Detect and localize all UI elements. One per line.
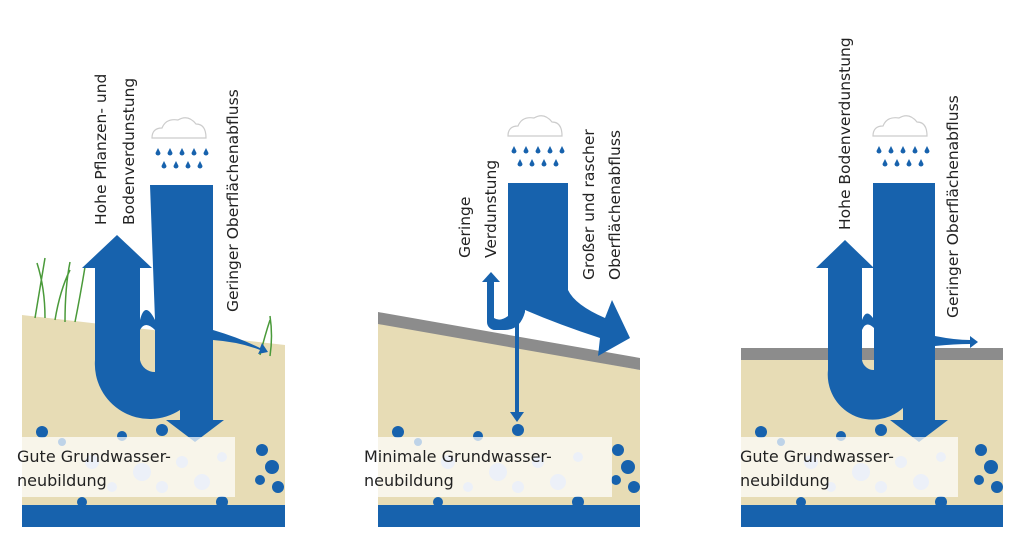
recharge-label-2: neubildung — [364, 471, 454, 490]
evaporation-label-1: Hohe Pflanzen- und — [92, 74, 110, 225]
evaporation-label-1: Geringe — [456, 197, 474, 258]
water-flow-arrows — [82, 185, 268, 442]
recharge-label-1: Minimale Grundwasser- — [364, 447, 552, 466]
water-flow-arrows — [816, 183, 978, 442]
groundwater — [741, 505, 1003, 527]
panel-permeable-paving: Hohe Bodenverdunstung Geringer Oberfläch… — [736, 37, 1003, 527]
evaporation-label: Hohe Bodenverdunstung — [836, 37, 854, 230]
recharge-label-2: neubildung — [740, 471, 830, 490]
groundwater — [378, 505, 640, 527]
rain-cloud-icon — [872, 115, 931, 168]
water-flow-arrows — [482, 183, 630, 422]
runoff-label: Geringer Oberflächenabfluss — [944, 95, 962, 318]
panel-meadow: Hohe Pflanzen- und Bodenverdunstung Geri… — [12, 74, 285, 527]
permeable-paving — [741, 348, 1003, 360]
groundwater — [22, 505, 285, 527]
evaporation-label-2: Bodenverdunstung — [120, 78, 138, 225]
runoff-label-2: Oberflächenabfluss — [606, 130, 624, 280]
recharge-label-1: Gute Grundwasser- — [17, 447, 171, 466]
panel-sealed: Geringe Verdunstung Großer und rascher O… — [360, 115, 640, 527]
evaporation-label-2: Verdunstung — [482, 160, 500, 258]
grass-icon — [34, 257, 273, 357]
recharge-label-2: neubildung — [17, 471, 107, 490]
sealed-surface — [378, 312, 640, 370]
runoff-label: Geringer Oberflächenabfluss — [224, 89, 242, 312]
rain-cloud-icon — [507, 115, 566, 168]
runoff-label-1: Großer und rascher — [580, 129, 598, 280]
recharge-label-1: Gute Grundwasser- — [740, 447, 894, 466]
rain-cloud-icon — [151, 117, 210, 170]
